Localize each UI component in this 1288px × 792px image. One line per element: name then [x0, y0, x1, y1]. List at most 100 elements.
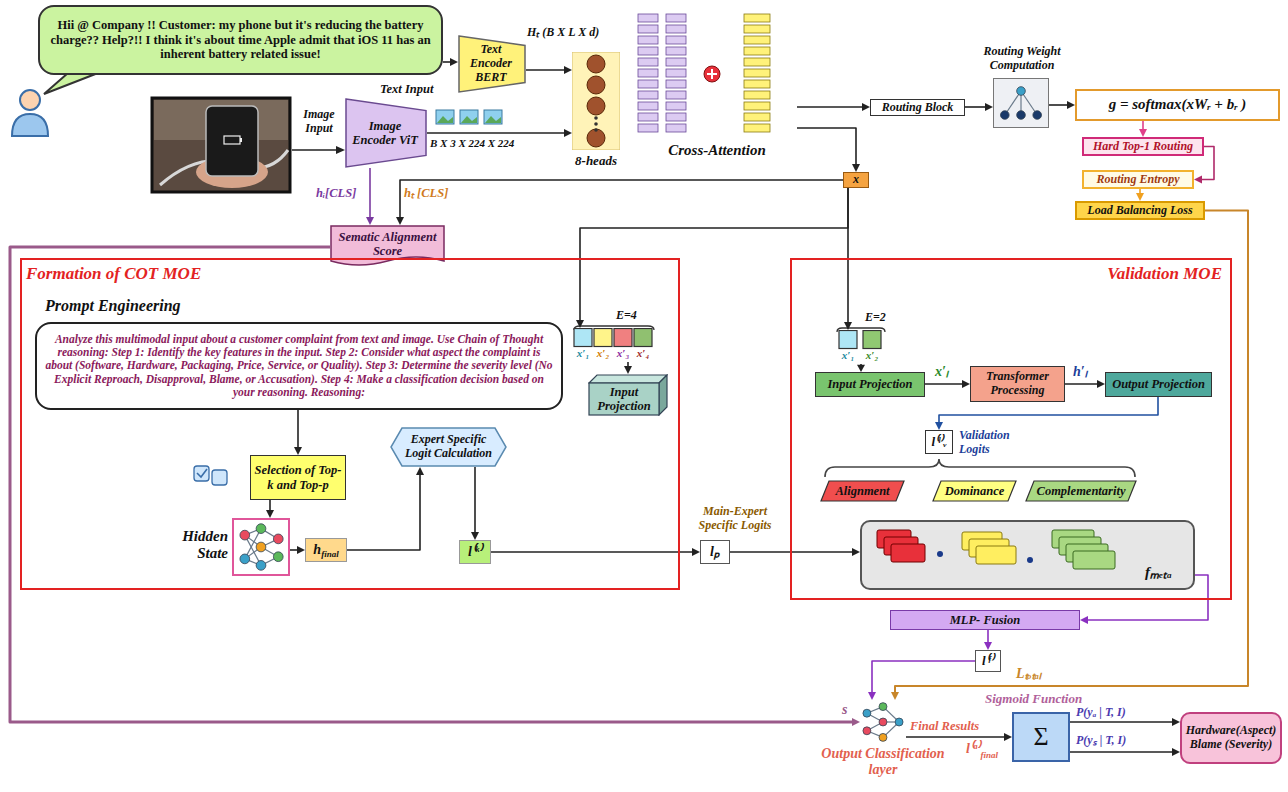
shape-part — [704, 66, 720, 82]
shape-part — [614, 329, 632, 347]
cross-attention: Cross-Attention — [632, 10, 797, 138]
connector — [347, 472, 420, 550]
node-heading: Output Classification layer — [808, 746, 958, 778]
node-heading: Hidden State — [150, 528, 228, 563]
process-box: Routing Entropy — [1082, 170, 1194, 189]
shape-part — [744, 124, 770, 132]
formula-box: g = softmax(xWᵣ + bᵣ ) — [1075, 89, 1280, 121]
shape-part — [891, 544, 925, 562]
node-text: Expert Specific Logit Calculation — [403, 433, 494, 461]
shape-part — [594, 329, 612, 347]
connector — [872, 661, 975, 695]
shape-part — [711, 69, 713, 79]
vector-box: l⁽ᵏ⁾ — [459, 540, 491, 564]
text-holder: Expert Specific Logit Calculation — [403, 433, 494, 461]
vector-box: l⁽ᶠ⁾ — [975, 650, 1001, 672]
free-label: final — [981, 750, 999, 760]
shape-part — [744, 14, 770, 22]
shape-part — [666, 124, 686, 132]
shape-part — [594, 116, 598, 120]
edge-label: hᵢ[CLS] — [316, 186, 356, 200]
text-holder: Output Projection — [1108, 377, 1209, 391]
shape-part — [744, 102, 770, 110]
text-holder: Selection of Top-k and Top-p — [254, 463, 342, 492]
node-text: Dominance — [942, 484, 1007, 498]
node-text: x — [844, 173, 868, 187]
vector-box: Main-Expert Specific Logitslₚ — [700, 540, 730, 564]
node-icon — [862, 522, 1193, 588]
text-holder: Input Projection — [818, 377, 922, 391]
split-brace — [825, 459, 1135, 477]
node-text: l⁽ˡ⁾ᵥ — [927, 435, 951, 450]
shape-part — [638, 14, 658, 22]
process-box: Routing Block — [870, 99, 965, 116]
shape-part — [638, 47, 658, 55]
arrow-head — [857, 365, 865, 372]
vector-box: hfinal — [305, 538, 347, 562]
node-heading: Validation MOE — [1072, 264, 1222, 284]
shape-part — [744, 25, 770, 33]
shape-part — [634, 329, 652, 347]
connector — [427, 132, 567, 134]
text-holder: MLP- Fusion — [893, 613, 1077, 627]
shape-part — [256, 561, 266, 571]
shape-part — [666, 69, 686, 77]
shape-part — [1017, 111, 1026, 120]
connector — [925, 383, 965, 385]
connector — [965, 106, 988, 108]
expert-group: E=4x′₁x′₂x′₃x′₄ — [572, 328, 656, 362]
region-frame: Validation MOEE=2x′₁x′₂Input ProjectionT… — [790, 258, 1232, 600]
node-text: final — [321, 549, 339, 559]
text-holder: Analyze this multimodal input about a cu… — [43, 333, 555, 399]
free-label: l⁽ᵃ⁾ — [966, 741, 980, 757]
shape-part — [821, 481, 904, 501]
edge-label: Hₜ (B X L X d) — [527, 26, 599, 40]
text-holder: Hard Top-1 Routing — [1086, 140, 1200, 154]
free-label: Image Input — [294, 108, 344, 136]
arrow-head — [336, 146, 345, 154]
shape-part — [895, 718, 903, 726]
node-text: Transformer Processing — [974, 370, 1061, 398]
shape-part — [638, 58, 658, 66]
node-text: Text Encoder BERT — [461, 43, 521, 84]
node-text: Analyze this multimodal input about a cu… — [43, 333, 555, 399]
text-holder: l⁽ᵏ⁾ — [461, 544, 489, 560]
edge-label: h′ₗ — [1073, 364, 1087, 380]
image-patch-icon — [484, 110, 502, 124]
edge-label: P(yₐ | T, I) — [1076, 706, 1126, 720]
text-holder: Σ — [1017, 722, 1065, 752]
shape-part — [587, 55, 605, 73]
connector — [400, 180, 843, 220]
text-holder: Routing Block — [873, 101, 962, 115]
image-patch-icon — [436, 110, 454, 124]
node-heading: E=4 — [616, 309, 650, 323]
node-text: Alignment — [830, 484, 895, 498]
shape-part — [273, 552, 283, 562]
battery-tip — [240, 138, 242, 142]
shape-part — [587, 97, 605, 115]
shape-part — [666, 113, 686, 121]
encoder-block: Image Encoder ViT — [345, 98, 427, 168]
shape-part — [638, 91, 658, 99]
network-icon: Output Classification layer — [860, 700, 906, 744]
user-body — [12, 114, 48, 136]
text-holder: hfinal — [307, 542, 345, 558]
battery-icon — [224, 136, 240, 144]
attention-heads: 8-heads — [572, 52, 620, 150]
shape-part — [666, 102, 686, 110]
node-heading: x′₁ — [838, 349, 858, 362]
shape-part — [256, 524, 266, 534]
connector — [290, 549, 300, 551]
photo-frame — [152, 98, 290, 192]
text-holder: Transformer Processing — [974, 370, 1061, 398]
node-icon — [572, 52, 620, 150]
shape-part — [839, 331, 857, 349]
process-box: MLP- Fusion — [890, 610, 1080, 630]
node-heading: x′₂ — [862, 349, 882, 362]
node-text: l⁽ᵏ⁾ — [461, 544, 489, 560]
parallelogram-box: Complementarity — [1025, 480, 1137, 502]
text-holder: lₚ — [702, 544, 728, 560]
edge-label: P(yₛ | T, I) — [1076, 734, 1126, 748]
node-heading: Main-Expert Specific Logits — [685, 505, 785, 533]
